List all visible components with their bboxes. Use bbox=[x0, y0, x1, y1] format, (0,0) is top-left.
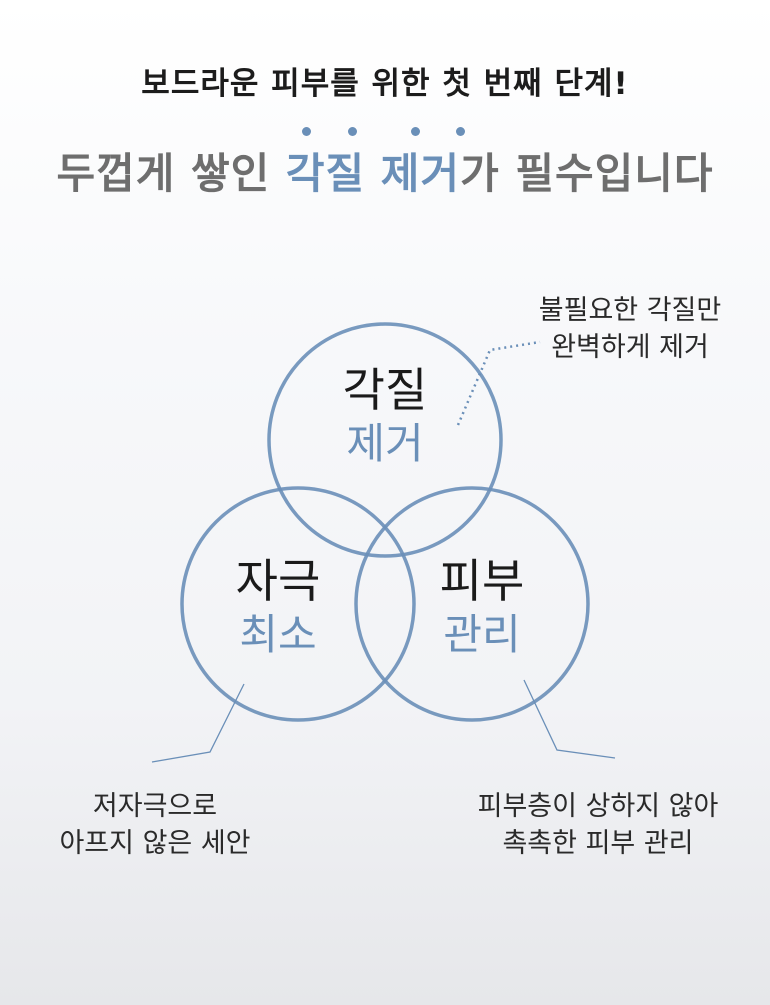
title-prefix: 두껍게 쌓인 bbox=[56, 149, 286, 198]
circle-right bbox=[354, 486, 590, 722]
emphasis-dot bbox=[410, 127, 420, 136]
headline: 보드라운 피부를 위한 첫 번째 단계! bbox=[141, 66, 629, 102]
note-exfoliation: 불필요한 각질만 완벽하게 제거 bbox=[538, 295, 722, 364]
circle-left bbox=[180, 486, 416, 722]
circle-label-top: 각질 제거 bbox=[342, 363, 428, 469]
leader-line-right bbox=[523, 679, 616, 759]
title-highlight: 각질 제거 bbox=[286, 127, 465, 198]
circle-label-left: 자극 최소 bbox=[235, 554, 321, 660]
emphasis-dot bbox=[347, 127, 357, 136]
emphasis-dot bbox=[301, 127, 311, 136]
title-suffix: 가 필수입니다 bbox=[460, 149, 714, 198]
note-low-irritation: 저자극으로 아프지 않은 세안 bbox=[59, 791, 251, 860]
circle-label-right: 피부 관리 bbox=[439, 554, 525, 660]
leader-line-top bbox=[456, 340, 541, 426]
note-skin-care: 피부층이 상하지 않아 촉촉한 피부 관리 bbox=[477, 791, 719, 860]
page-title: 두껍게 쌓인 각질 제거가 필수입니다 bbox=[0, 127, 770, 201]
emphasis-dot bbox=[455, 127, 465, 136]
circle-top bbox=[267, 322, 503, 558]
leader-line-left bbox=[151, 683, 245, 763]
